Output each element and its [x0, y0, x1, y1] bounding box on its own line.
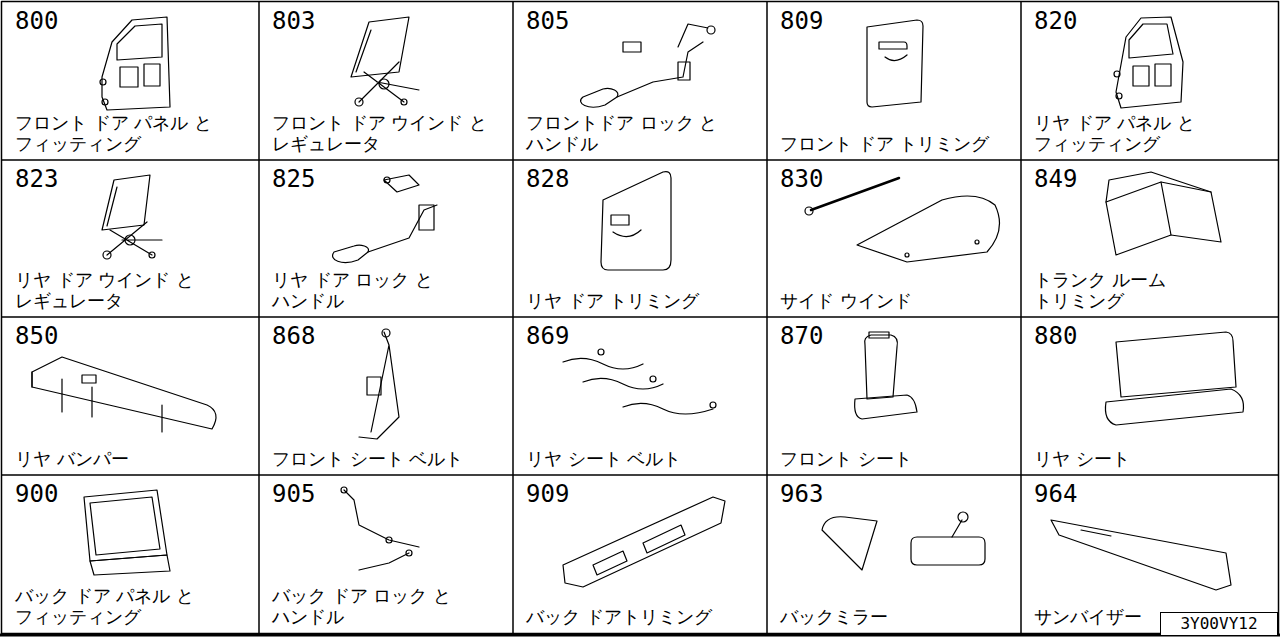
- rear-door-lock-art: [333, 175, 437, 262]
- catalog-cell: 880 リヤ シート: [1021, 317, 1278, 475]
- catalog-cell: 869 リヤ シート ベルト: [513, 317, 767, 475]
- part-number: 849: [1034, 166, 1077, 192]
- part-name: リヤ シート: [1034, 448, 1130, 469]
- catalog-cell: 828 リヤ ドア トリミング: [513, 160, 767, 317]
- part-name: フロントドア ロック と ハンドル: [526, 112, 746, 154]
- part-number: 905: [272, 481, 315, 507]
- catalog-cell: 805 フロントドア ロック と ハンドル: [513, 2, 767, 160]
- part-number: 800: [15, 8, 58, 34]
- part-name: フロント ドア パネル と フィッティング: [15, 112, 235, 154]
- front-door-trim-art: [867, 20, 923, 107]
- catalog-cell: 963 バックミラー: [767, 475, 1021, 633]
- part-number: 825: [272, 166, 315, 192]
- part-number: 880: [1034, 323, 1077, 349]
- back-door-trim-art: [563, 497, 725, 587]
- part-number: 870: [780, 323, 823, 349]
- trunk-trim-art: [1106, 172, 1221, 255]
- part-name: リヤ シート ベルト: [526, 448, 681, 469]
- catalog-cell: 868 フロント シート ベルト: [259, 317, 513, 475]
- catalog-cell: 870 フロント シート: [767, 317, 1021, 475]
- rear-bumper-art: [32, 357, 216, 432]
- rear-door-panel-art: [1114, 17, 1183, 108]
- catalog-cell: 800 フロント ドア パネル と フィッティング: [2, 2, 259, 160]
- part-number: 803: [272, 8, 315, 34]
- catalog-cell: 823 リヤ ドア ウインド と レギュレータ: [2, 160, 259, 317]
- catalog-cell: 905 バック ドア ロック と ハンドル: [259, 475, 513, 633]
- part-number: 909: [526, 481, 569, 507]
- catalog-cell: 820 リヤ ドア パネル と フィッティング: [1021, 2, 1278, 160]
- part-number: 964: [1034, 481, 1077, 507]
- part-name: フロント シート ベルト: [272, 448, 463, 469]
- part-name: サイド ウインド: [780, 290, 912, 311]
- catalog-cell: 850 リヤ バンパー: [2, 317, 259, 475]
- catalog-cell: 964 サンバイザー: [1021, 475, 1278, 633]
- rear-door-trim-art: [601, 172, 671, 270]
- catalog-cell: 809 フロント ドア トリミング: [767, 2, 1021, 160]
- part-name: フロント ドア トリミング: [780, 133, 989, 154]
- figure-code: 3Y00VY12: [1180, 615, 1257, 633]
- front-door-lock-art: [581, 24, 715, 107]
- rear-seat-art: [1105, 332, 1243, 425]
- rear-seat-belt-art: [563, 349, 716, 414]
- part-name: フロント ドア ウインド と レギュレータ: [272, 112, 492, 154]
- part-number: 830: [780, 166, 823, 192]
- front-seat-art: [855, 332, 917, 419]
- part-number: 868: [272, 323, 315, 349]
- part-name: バックミラー: [780, 606, 888, 627]
- part-name: トランク ルーム トリミング: [1034, 269, 1254, 311]
- part-name: リヤ ドア パネル と フィッティング: [1034, 112, 1254, 154]
- rear-window-regulator-art: [102, 175, 162, 259]
- sun-visor-art: [1051, 520, 1231, 590]
- catalog-cell: 825 リヤ ドア ロック と ハンドル: [259, 160, 513, 317]
- part-name: サンバイザー: [1034, 606, 1142, 627]
- part-number: 850: [15, 323, 58, 349]
- part-number: 828: [526, 166, 569, 192]
- catalog-cell: 849 トランク ルーム トリミング: [1021, 160, 1278, 317]
- code-box: 3Y00VY12: [1160, 612, 1278, 636]
- part-number: 900: [15, 481, 58, 507]
- part-number: 823: [15, 166, 58, 192]
- front-door-panel-art: [100, 17, 170, 110]
- part-name: バック ドアトリミング: [526, 606, 712, 627]
- catalog-cell: 803 フロント ドア ウインド と レギュレータ: [259, 2, 513, 160]
- part-number: 820: [1034, 8, 1077, 34]
- back-door-panel-art: [84, 490, 170, 575]
- part-number: 805: [526, 8, 569, 34]
- part-name: リヤ ドア トリミング: [526, 290, 699, 311]
- part-name: リヤ バンパー: [15, 448, 129, 469]
- side-window-art: [805, 178, 1000, 262]
- front-seat-belt-art: [359, 329, 399, 439]
- part-name: バック ドア ロック と ハンドル: [272, 585, 492, 627]
- part-name: リヤ ドア ウインド と レギュレータ: [15, 269, 235, 311]
- front-window-regulator-art: [351, 17, 419, 106]
- catalog-cell: 830 サイド ウインド: [767, 160, 1021, 317]
- catalog-cell: 900 バック ドア パネル と フィッティング: [2, 475, 259, 633]
- part-name: リヤ ドア ロック と ハンドル: [272, 269, 492, 311]
- part-number: 869: [526, 323, 569, 349]
- part-number: 809: [780, 8, 823, 34]
- part-number: 963: [780, 481, 823, 507]
- back-door-lock-art: [341, 487, 419, 570]
- rear-view-mirror-art: [822, 512, 985, 570]
- part-name: バック ドア パネル と フィッティング: [15, 585, 235, 627]
- catalog-cell: 909 バック ドアトリミング: [513, 475, 767, 633]
- bottom-rule: [0, 634, 1280, 637]
- part-name: フロント シート: [780, 448, 912, 469]
